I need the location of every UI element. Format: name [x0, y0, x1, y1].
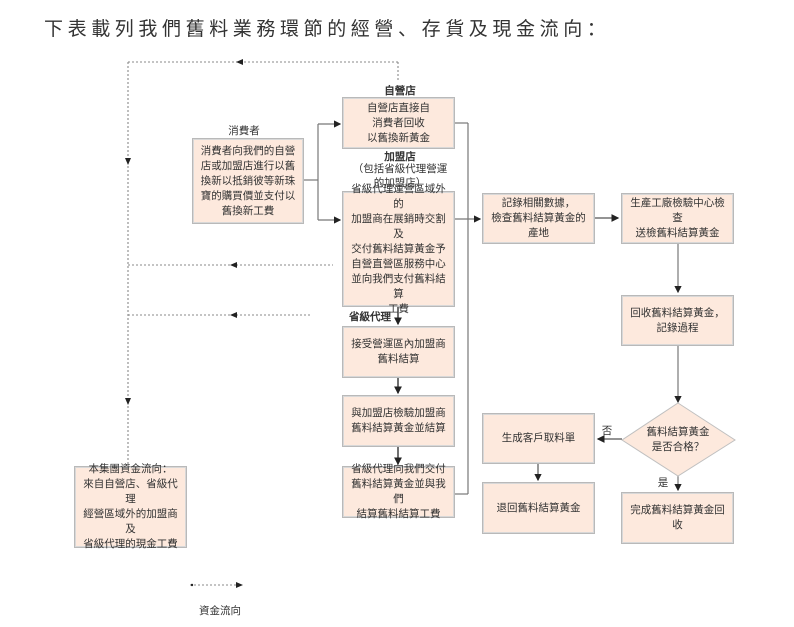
- factory-inspection-box: 生產工廠檢驗中心檢查 送檢舊料結算黃金: [621, 193, 734, 244]
- franchise-label: 加盟店: [384, 151, 416, 163]
- recover-gold-box: 回收舊料結算黃金， 記錄過程: [621, 295, 734, 346]
- agent-step1-box: 接受營運區內加盟商 舊料結算: [342, 326, 455, 378]
- self-store-box: 自營店直接自 消費者回收 以舊換新黃金: [342, 97, 455, 149]
- consumer-label: 消費者: [228, 125, 260, 137]
- cash-flow-dotted-lines: [127, 61, 399, 586]
- decision-text: 舊料結算黃金 是否合格？: [646, 426, 710, 453]
- stores-to-record-connector: [455, 122, 482, 495]
- agent-step2-box: 與加盟店檢驗加盟商 舊料結算黃金並結算: [342, 395, 455, 447]
- agent-step3-box: 省級代理向我們交付 舊料結算黃金並與我們 結算舊料結算工費: [342, 463, 455, 520]
- franchise-note: （包括省級代理營運 的加盟店）: [352, 163, 448, 189]
- decision-yes-label: 是: [657, 477, 669, 489]
- provincial-agent-label: 省級代理: [349, 311, 391, 323]
- self-store-label: 自營店: [384, 85, 416, 97]
- return-gold-box: 退回舊料結算黃金: [482, 482, 595, 534]
- consumer-to-stores-connector: [304, 120, 342, 224]
- group-cash-flow-box: 本集團資金流向： 來自自營店、省級代理 經營區域外的加盟商及 省級代理的現金工費: [74, 463, 187, 550]
- record-data-box: 記錄相關數據， 檢查舊料結算黃金的 產地: [482, 193, 595, 244]
- decision-diamond: [621, 402, 736, 477]
- franchise-box: 省級代理運營區域外的 加盟商在展銷時交割及 交付舊料結算黃金予 自營直營區服務中…: [342, 183, 455, 315]
- decision-no-label: 否: [601, 425, 613, 437]
- pickup-order-box: 生成客戶取料單: [482, 413, 595, 464]
- cash-flow-arrowheads: [125, 59, 243, 588]
- page-title: 下表載列我們舊料業務環節的經營、存貨及現金流向：: [44, 18, 611, 40]
- complete-recovery-box: 完成舊料結算黃金回收: [621, 492, 734, 544]
- consumer-box: 消費者向我們的自營 店或加盟店進行以舊 換新以抵銷彼等新珠 寶的購買價並支付以 …: [192, 138, 304, 224]
- legend-label: 資金流向: [199, 605, 241, 617]
